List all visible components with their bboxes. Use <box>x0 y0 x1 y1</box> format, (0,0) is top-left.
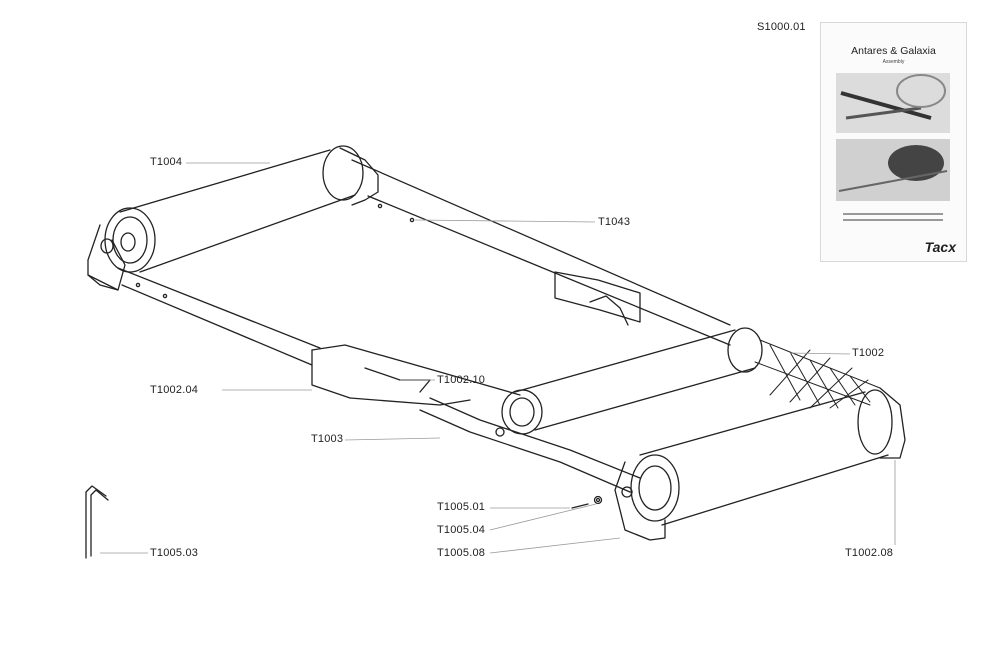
back-end-cap <box>87 224 126 291</box>
label-t1005-03: T1005.03 <box>150 547 199 559</box>
label-t1004: T1004 <box>150 156 183 168</box>
lattice-connector <box>754 339 881 409</box>
leader-lines <box>100 162 896 554</box>
back-right-end-cap <box>339 147 379 206</box>
label-t1002-10: T1002.10 <box>437 374 486 386</box>
middle-roller <box>501 327 763 435</box>
tacx-logo: Tacx <box>924 239 956 255</box>
label-t1002-04: T1002.04 <box>150 384 199 396</box>
front-roller <box>630 389 893 526</box>
bolt-and-washer <box>571 495 603 509</box>
label-t1003: T1003 <box>311 433 344 445</box>
label-t1005-08: T1005.08 <box>437 547 486 559</box>
assembly-booklet-cover: Antares & Galaxia Assembly Tacx <box>820 22 967 262</box>
left-frame-rail <box>117 267 521 406</box>
label-t1005-04: T1005.04 <box>437 524 486 536</box>
label-t1002: T1002 <box>852 347 885 359</box>
label-t1002-08: T1002.08 <box>845 547 894 559</box>
booklet-subtitle: Assembly <box>882 59 905 65</box>
front-end-cap <box>614 387 906 541</box>
right-frame-rail <box>351 159 731 346</box>
booklet-photos <box>836 73 950 221</box>
label-t1005-01: T1005.01 <box>437 501 486 513</box>
hex-key <box>85 485 109 559</box>
back-roller <box>104 145 364 273</box>
front-frame-arm <box>364 367 641 493</box>
booklet-title: Antares & Galaxia <box>851 45 936 57</box>
label-t1043: T1043 <box>598 216 631 228</box>
document-code: S1000.01 <box>757 21 806 33</box>
